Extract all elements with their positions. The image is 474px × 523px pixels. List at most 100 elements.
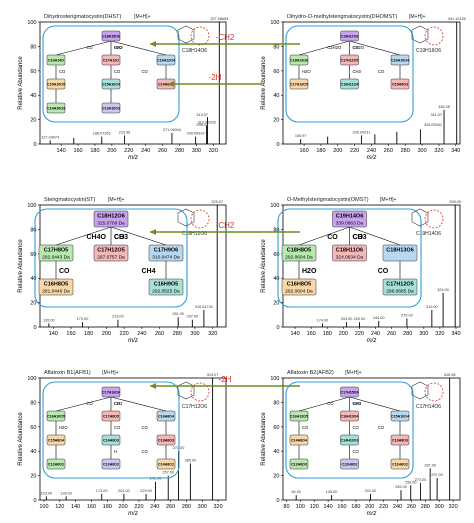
neutral-loss-label: CO <box>87 401 94 406</box>
y-tick-label: 60 <box>30 69 36 75</box>
peak-label: 287.00 <box>424 463 436 467</box>
peak-label: 213.00 <box>112 315 124 319</box>
fragment-formula: C14H8O4 <box>158 83 174 87</box>
neutral-loss-label: CO <box>114 69 121 74</box>
fragment-box <box>156 434 176 446</box>
fragment-formula: C14H8O3 <box>103 439 119 443</box>
neutral-loss-label: CH3 <box>353 234 367 241</box>
fragment-formula: C13H8O3 <box>392 439 408 443</box>
neutral-loss-label: CO <box>378 69 385 74</box>
fragment-connector <box>349 40 401 56</box>
fragment-box <box>340 410 359 422</box>
fragment-pathway-outline <box>285 381 414 479</box>
x-tick-label: 300 <box>419 331 428 337</box>
peak-label: 94.00 <box>291 490 301 494</box>
chart-panel-0: Dihydrosterigmatocystin(DHST)[M+H]+C18H1… <box>18 14 228 161</box>
x-tick-label: 80 <box>283 504 289 510</box>
x-tick-label: 140 <box>57 148 66 154</box>
peak-label: 311.07 <box>431 113 442 117</box>
peak-label: 188.07351 <box>93 132 111 136</box>
fragment-box <box>46 78 66 90</box>
peak-label: 201.00 <box>365 489 377 493</box>
y-tick-label: 40 <box>273 449 279 455</box>
fragment-connector <box>110 396 167 412</box>
x-tick-label: 280 <box>173 331 182 337</box>
x-tick-label: 200 <box>102 331 111 337</box>
fragment-formula: C16H14O <box>48 59 64 63</box>
ion-label: [M+H]+ <box>102 370 118 376</box>
fragment-formula: C16H8O5 <box>287 282 311 288</box>
peak-label: 341.10155 <box>448 17 466 21</box>
y-tick-label: 60 <box>273 252 279 258</box>
fragment-formula: C17H9O6 <box>154 248 178 254</box>
x-tick-label: 280 <box>182 504 191 510</box>
molecule-structure-icon <box>177 208 195 227</box>
fragment-box <box>382 278 418 296</box>
peak-label: 312.06208 <box>198 121 216 125</box>
arrow-ch2-top: -CH2 <box>150 33 300 47</box>
fragment-box <box>340 386 359 398</box>
x-axis-label: m/z <box>128 155 138 161</box>
y-tick-label: 20 <box>273 118 279 124</box>
relation-arrow-label: -CH2 <box>216 33 235 42</box>
arrow-2h-top: -2H <box>168 73 262 87</box>
x-tick-label: 300 <box>190 331 199 337</box>
fragment-formula: C18H11O6 <box>336 248 363 254</box>
chart-panel-2: Sterigmatocystin(ST)[M+H]+C18H12O6020406… <box>18 197 227 344</box>
fragment-box <box>340 458 359 470</box>
x-tick-label: 120 <box>55 504 64 510</box>
x-tick-label: 220 <box>134 504 143 510</box>
peak-label: 285.00 <box>185 458 197 462</box>
chart-title: Dihydrosterigmatocystin(DHST) <box>44 14 121 20</box>
fragment-mass: 296.0685 Da <box>386 289 414 295</box>
fragment-formula: C16H8O4 <box>158 415 174 419</box>
y-tick-label: 0 <box>33 325 36 331</box>
fragment-box <box>101 410 121 422</box>
x-tick-label: 200 <box>119 504 128 510</box>
peak-label: 257.00 <box>162 471 174 475</box>
neutral-loss-label: CO <box>142 449 149 454</box>
fragment-box <box>101 458 121 470</box>
peak-label: 127.03474 <box>41 135 59 139</box>
fragment-connector <box>55 226 112 246</box>
peak-label: 326.05 <box>438 105 450 109</box>
x-tick-label: 240 <box>371 331 380 337</box>
neutral-loss-label: CO <box>114 234 125 241</box>
fragment-box <box>101 30 121 42</box>
modification-site-icon <box>190 382 210 402</box>
y-tick-label: 0 <box>276 498 279 504</box>
peak-label: 313.07 <box>196 113 208 117</box>
y-tick-label: 0 <box>276 142 279 148</box>
fragment-formula: C16H10O4 <box>391 59 409 63</box>
fragment-box <box>101 102 121 114</box>
x-tick-label: 240 <box>150 504 159 510</box>
molecule-structure-icon <box>411 381 429 400</box>
peak-label: 326.05941 <box>424 123 442 127</box>
peak-label: 325.07 <box>211 200 223 204</box>
neutral-loss-label: CH3 <box>353 401 362 406</box>
fragment-box <box>289 434 309 446</box>
fragment-mass: 292.0604 Da <box>285 255 313 261</box>
x-axis-label: m/z <box>367 511 377 517</box>
fragment-mass: 292.0604 Da <box>285 289 313 295</box>
peak-label: 228.04231 <box>352 130 370 134</box>
neutral-loss-label: H <box>114 449 117 454</box>
peak-label: 271.06044 <box>163 128 181 132</box>
neutral-loss-label: CH2O <box>353 45 365 50</box>
fragment-formula: C15H10O4 <box>102 83 120 87</box>
fragment-formula: C19H14O6 <box>336 214 364 220</box>
y-tick-label: 0 <box>33 498 36 504</box>
fragment-connector <box>349 226 401 246</box>
y-axis-label: Relative Abundance <box>18 56 24 110</box>
fragment-box <box>93 244 129 262</box>
x-tick-label: 200 <box>107 148 116 154</box>
y-axis-label: Relative Abundance <box>261 239 267 293</box>
fragment-pathway-outline <box>277 208 422 308</box>
x-tick-label: 180 <box>323 331 332 337</box>
neutral-loss-label: H2O <box>302 268 317 275</box>
y-tick-label: 60 <box>273 69 279 75</box>
relation-arrow-label: -2H <box>209 73 222 82</box>
x-tick-label: 300 <box>198 504 207 510</box>
molecule-structure-icon <box>177 381 195 400</box>
fragment-formula: C16H8O5 <box>44 282 68 288</box>
